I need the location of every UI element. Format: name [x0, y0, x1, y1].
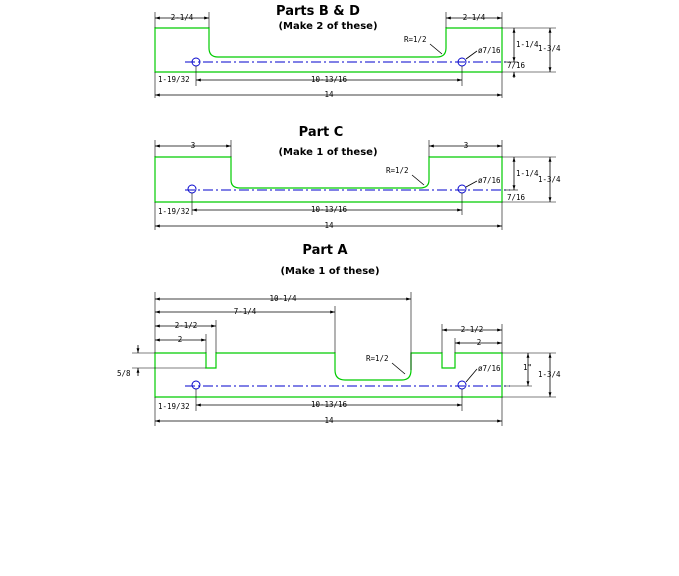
part-a-dim-height-total: 1-3/4	[538, 370, 561, 379]
part-a-dim-left-inner: 2	[178, 335, 183, 344]
part-bd-dim-radius: R=1/2	[404, 35, 427, 44]
part-a-dim-right-inner: 2	[477, 338, 482, 347]
part-a-dim-right-outer: 2-1/2	[461, 325, 484, 334]
part-c-dim-right-top: 3	[464, 141, 469, 150]
part-bd-subtitle: (Make 2 of these)	[278, 21, 377, 32]
part-c-dim-radius: R=1/2	[386, 166, 409, 175]
part-a-outline	[154, 352, 503, 398]
part-c-subtitle: (Make 1 of these)	[278, 147, 377, 158]
part-a-dim-hole-offset: 1-19/32	[158, 402, 190, 411]
part-c-group: Part C (Make 1 of these) 3 3 R=1/2 ø7/16…	[154, 125, 561, 230]
part-c-hole-right	[457, 184, 467, 194]
part-bd-outline	[154, 27, 503, 73]
part-a-dim-overall: 14	[324, 416, 334, 425]
part-c-outline	[154, 156, 503, 203]
part-bd-dim-overall: 14	[324, 90, 334, 99]
part-a-group: Part A (Make 1 of these) 10-1/4 7-1/4 2-…	[117, 243, 561, 426]
part-a-dim-height-upper: 1"	[523, 363, 532, 372]
part-a-subtitle: (Make 1 of these)	[280, 266, 379, 277]
part-a-dim-notch-depth: 5/8	[117, 369, 131, 378]
part-a-dim-radius: R=1/2	[366, 354, 389, 363]
part-c-dim-left-top: 3	[191, 141, 196, 150]
part-bd-dim-height-total: 1-3/4	[538, 44, 561, 53]
part-bd-title: Parts B & D	[276, 4, 360, 19]
part-c-dim-hole: ø7/16	[478, 176, 501, 185]
part-c-title: Part C	[299, 125, 344, 140]
part-a-dim-hole: ø7/16	[478, 364, 501, 373]
part-bd-group: Parts B & D (Make 2 of these) 2-1/4 2-1/…	[154, 4, 561, 99]
part-bd-dim-left-top: 2-1/4	[171, 13, 194, 22]
part-bd-dim-hole: ø7/16	[478, 46, 501, 55]
part-c-dim-height-upper: 1-1/4	[516, 169, 539, 178]
part-bd-dim-hole-offset: 1-19/32	[158, 75, 190, 84]
part-a-hole-right	[457, 380, 467, 390]
part-c-hole-left	[187, 184, 197, 194]
part-a-dim-left-outer: 2-1/2	[175, 321, 198, 330]
part-a-title: Part A	[302, 243, 347, 258]
part-c-dim-hole-offset: 1-19/32	[158, 207, 190, 216]
part-c-dim-height-total: 1-3/4	[538, 175, 561, 184]
part-bd-dim-right-top: 2-1/4	[463, 13, 486, 22]
part-bd-dim-hole-spacing: 10-13/16	[311, 75, 348, 84]
part-c-dim-hole-spacing: 10-13/16	[311, 205, 348, 214]
part-a-hole-left	[191, 380, 201, 390]
part-a-dim-top-long: 10-1/4	[269, 294, 297, 303]
part-c-dim-overall: 14	[324, 221, 334, 230]
part-bd-dim-height-lower: 7/16	[507, 61, 526, 70]
part-a-dim-top-mid: 7-1/4	[234, 307, 257, 316]
part-a-dim-hole-spacing: 10-13/16	[311, 400, 348, 409]
part-c-dim-height-lower: 7/16	[507, 193, 526, 202]
part-bd-dim-height-upper: 1-1/4	[516, 40, 539, 49]
